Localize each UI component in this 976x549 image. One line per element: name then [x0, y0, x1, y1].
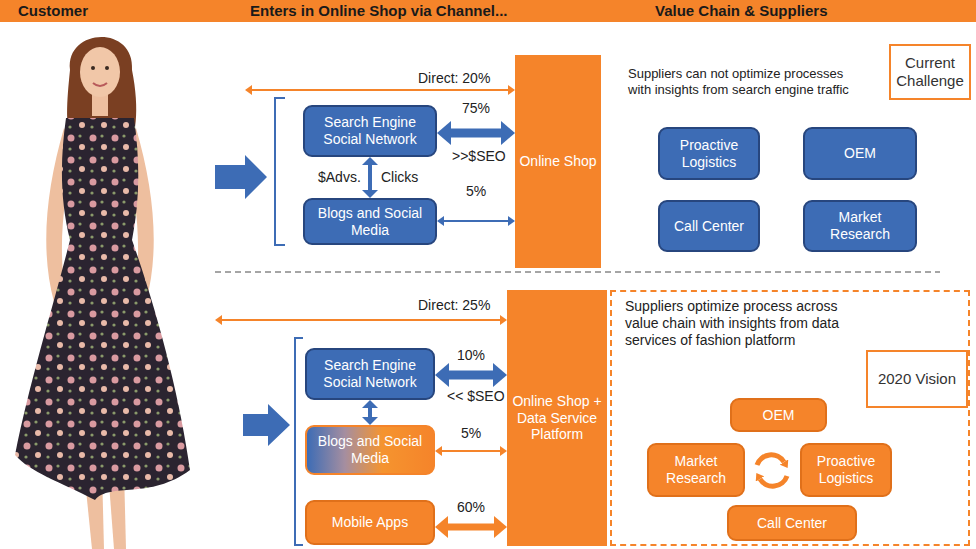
supplier-box: Market Research — [647, 443, 745, 497]
box-label: Call Center — [757, 515, 827, 532]
flow-label: Clicks — [381, 169, 418, 186]
share-label: 60% — [457, 499, 485, 515]
channel-box: Search Engine Social Network — [303, 105, 437, 157]
direct-arrow — [222, 319, 500, 321]
heading-text: Value Chain & Suppliers — [655, 2, 828, 20]
box-label: Search Engine Social Network — [312, 357, 428, 391]
supplier-box: Market Research — [803, 200, 917, 252]
shop-box: Online Shop + Data Service Platform — [507, 290, 607, 546]
shop-box: Online Shop — [515, 55, 601, 268]
flow-label: >>$SEO — [452, 148, 506, 165]
floral-dress — [15, 118, 190, 500]
cycle-icon — [760, 476, 787, 486]
share-label: 5% — [466, 183, 486, 199]
eye — [105, 66, 109, 70]
channel-box: Mobile Apps — [305, 500, 435, 545]
flow-label: << $SEO — [447, 388, 505, 405]
box-label: Mobile Apps — [332, 514, 408, 531]
box-label: Online Shop — [519, 153, 596, 170]
box-label: Blogs and Social Media — [312, 433, 428, 467]
flow-label: $Advs. — [318, 169, 361, 186]
share-label: 5% — [461, 425, 481, 441]
channel-box: Blogs and Social Media — [303, 198, 437, 245]
entry-arrow — [243, 404, 290, 446]
flow-arrow — [368, 408, 372, 417]
box-label: Proactive Logistics — [665, 137, 753, 171]
box-label: OEM — [763, 407, 795, 424]
flow-arrow — [448, 524, 494, 531]
eye — [91, 66, 95, 70]
share-label: 75% — [462, 100, 490, 116]
face — [80, 47, 120, 97]
supplier-box: Call Center — [727, 505, 857, 541]
supplier-box: Proactive Logistics — [658, 127, 760, 180]
heading-text: Enters in Online Shop via Channel... — [250, 2, 508, 20]
direct-arrow — [252, 89, 508, 91]
flow-arrow — [442, 450, 500, 452]
heading-text: Customer — [18, 2, 88, 20]
box-label: Proactive Logistics — [807, 453, 885, 487]
box-label: Current Challenge — [896, 54, 964, 90]
box-label: Online Shop + Data Service Platform — [509, 393, 605, 443]
box-label: Call Center — [674, 218, 744, 235]
supplier-box: OEM — [730, 398, 827, 432]
supplier-box: Proactive Logistics — [800, 443, 892, 497]
flow-label: Direct: 20% — [418, 70, 490, 87]
box-label: Blogs and Social Media — [310, 205, 430, 239]
supplier-box: Call Center — [658, 200, 760, 252]
flow-arrow — [444, 220, 508, 222]
flow-arrow — [368, 165, 372, 190]
box-label: Search Engine Social Network — [310, 114, 430, 148]
box-label: Market Research — [654, 453, 738, 487]
note-text: Suppliers can not optimize processes wit… — [628, 66, 863, 97]
channel-bracket — [275, 98, 285, 245]
channel-box: Blogs and Social Media — [305, 425, 435, 475]
channel-box: Search Engine Social Network — [305, 348, 435, 400]
flow-label: Direct: 25% — [418, 297, 490, 314]
scenario-tag: Current Challenge — [889, 44, 971, 100]
supplier-box: OEM — [803, 127, 917, 180]
header-band: Customer Enters in Online Shop via Channe… — [0, 0, 976, 22]
share-label: 10% — [457, 347, 485, 363]
channel-bracket — [295, 338, 303, 545]
entry-arrow — [215, 155, 267, 199]
customer-photo — [15, 37, 190, 549]
box-label: OEM — [844, 145, 876, 162]
scenario-tag: 2020 Vision — [866, 350, 968, 408]
flow-arrow — [449, 371, 493, 380]
box-label: 2020 Vision — [878, 370, 956, 388]
box-label: Market Research — [810, 209, 910, 243]
heading-text: Suppliers optimize process across value … — [625, 298, 860, 348]
flow-arrow — [451, 129, 501, 138]
value-chain-region: Suppliers optimize process across value … — [610, 290, 970, 546]
separator-line — [215, 271, 940, 273]
smile — [93, 83, 107, 86]
cycle-icon — [757, 455, 784, 465]
